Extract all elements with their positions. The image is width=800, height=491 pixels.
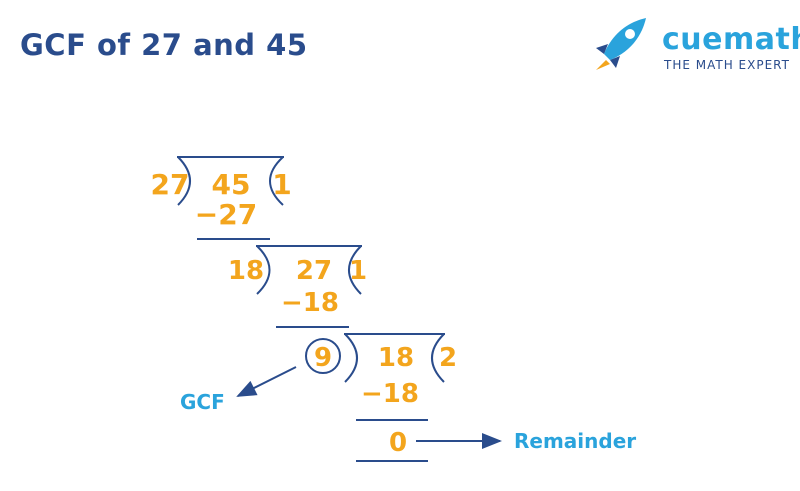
remainder-label: Remainder — [514, 429, 636, 453]
gcf-highlight-circle — [305, 338, 341, 374]
step-3-divisor-bracket — [344, 333, 358, 383]
step-1-quotient-bracket — [269, 156, 284, 206]
step-1-subtrahend: −27 — [195, 198, 257, 231]
step-3-subtrahend: −18 — [361, 379, 419, 409]
brand-logo: cuemath THE MATH EXPERT — [592, 14, 800, 74]
step-3-quotient: 2 — [439, 343, 457, 373]
division-step-2: 18 27 1 −18 — [228, 245, 367, 328]
step-2-subtrahend: −18 — [281, 288, 339, 318]
step-2-quotient: 1 — [349, 256, 367, 286]
step-1-quotient: 1 — [272, 168, 291, 201]
step-3-quotient-bracket — [431, 333, 445, 383]
step-3-dividend: 18 — [378, 343, 414, 373]
division-step-3: 9 18 2 −18 — [305, 333, 457, 421]
gcf-label: GCF — [180, 390, 225, 414]
step-1-divisor: 27 — [151, 168, 190, 201]
step-2-dividend: 27 — [296, 256, 332, 286]
division-step-1: 27 45 1 −27 — [151, 156, 292, 240]
step-3-divisor: 9 — [314, 343, 332, 373]
page-title: GCF of 27 and 45 — [20, 28, 308, 62]
step-2-quotient-bracket — [348, 245, 362, 295]
step-1-dividend: 45 — [212, 168, 251, 201]
step-2-divisor-bracket — [256, 245, 271, 295]
final-remainder: 0 — [389, 428, 407, 458]
step-1-divisor-bracket — [177, 156, 191, 206]
rocket-icon — [596, 18, 646, 70]
brand-tagline: THE MATH EXPERT — [664, 58, 790, 72]
gcf-arrow — [236, 366, 297, 397]
brand-name: cuemath — [662, 22, 800, 57]
step-2-divisor: 18 — [228, 256, 264, 286]
